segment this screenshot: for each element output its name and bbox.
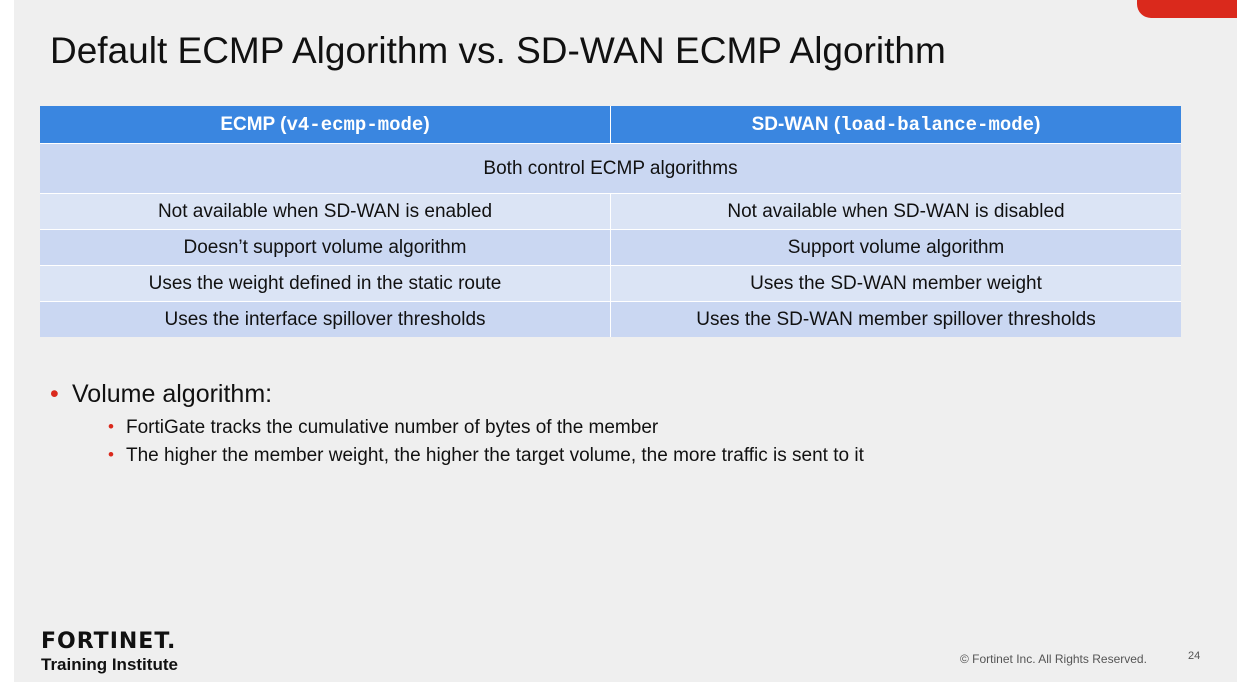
header-ecmp: ECMP (v4-ecmp-mode) [40,106,611,144]
logo-wordmark: FORTINET. [41,629,177,654]
fortinet-logo: FORTINET. Training Institute [41,631,178,675]
sub-bullet-item: FortiGate tracks the cumulative number o… [108,417,864,439]
table-cell-sdwan: Support volume algorithm [610,229,1181,266]
table-row: Uses the weight defined in the static ro… [40,265,1181,302]
sub-bullet-list: FortiGate tracks the cumulative number o… [72,417,864,467]
table-cell-ecmp: Not available when SD-WAN is enabled [40,193,611,230]
table-cell-ecmp: Uses the interface spillover thresholds [40,301,611,337]
red-corner-tab [1137,0,1237,18]
table-row: Not available when SD-WAN is enabled Not… [40,193,1181,230]
table-row-shared: Both control ECMP algorithms [40,143,1181,194]
shared-cell: Both control ECMP algorithms [40,143,1181,194]
table-cell-sdwan: Not available when SD-WAN is disabled [610,193,1181,230]
ecmp-command-code: v4-ecmp-mode [286,113,424,136]
table-cell-ecmp: Doesn’t support volume algorithm [40,229,611,266]
bullet-list: Volume algorithm: FortiGate tracks the c… [48,380,864,473]
bullet-item: Volume algorithm: FortiGate tracks the c… [48,380,864,467]
slide-title: Default ECMP Algorithm vs. SD-WAN ECMP A… [50,30,946,71]
sub-bullet-item: The higher the member weight, the higher… [108,445,864,467]
table-header-row: ECMP (v4-ecmp-mode) SD-WAN (load-balance… [40,106,1181,144]
table-row: Doesn’t support volume algorithm Support… [40,229,1181,266]
sdwan-command-code: load-balance-mode [840,113,1035,136]
slide: Default ECMP Algorithm vs. SD-WAN ECMP A… [14,0,1237,682]
header-sdwan: SD-WAN (load-balance-mode) [610,106,1181,144]
logo-subtitle: Training Institute [41,655,178,674]
bullet-text: Volume algorithm: [72,380,273,408]
table-cell-ecmp: Uses the weight defined in the static ro… [40,265,611,302]
table-cell-sdwan: Uses the SD-WAN member weight [610,265,1181,302]
table-row: Uses the interface spillover thresholds … [40,301,1181,337]
copyright-text: © Fortinet Inc. All Rights Reserved. [960,652,1147,666]
comparison-table: ECMP (v4-ecmp-mode) SD-WAN (load-balance… [40,106,1181,337]
table-cell-sdwan: Uses the SD-WAN member spillover thresho… [610,301,1181,337]
page-number: 24 [1188,650,1201,662]
